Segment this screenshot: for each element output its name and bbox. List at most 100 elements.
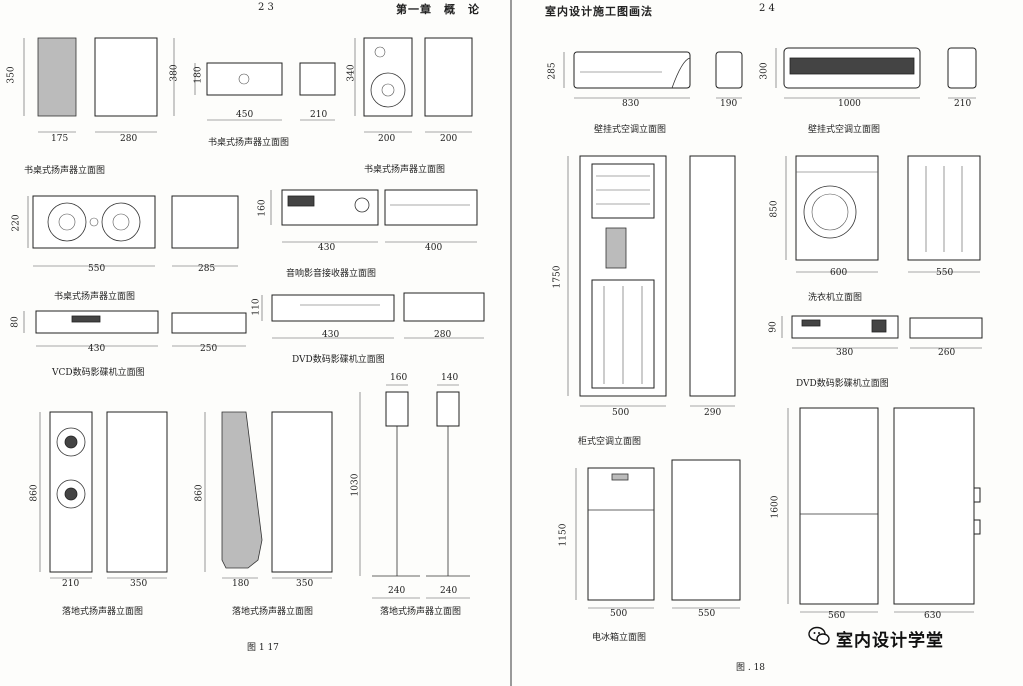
caption-wall-ac: 壁挂式空调立面图 (594, 125, 667, 135)
caption-wall-ac: 壁挂式空调立面图 (808, 125, 881, 135)
dvd-player (261, 292, 485, 339)
dim-label: 250 (200, 344, 218, 354)
dim-label: 260 (938, 348, 956, 358)
center-speaker (194, 62, 336, 121)
page-gutter (510, 0, 512, 686)
chapter-title: 第一章 概 论 (396, 3, 480, 16)
figure-label: 图 1 17 (247, 643, 279, 653)
dim-label: 190 (720, 99, 738, 109)
dim-label: 430 (318, 243, 336, 253)
bookshelf-speaker-2 (354, 37, 473, 133)
dim-label: 80 (10, 316, 21, 328)
dim-label: 1750 (552, 265, 563, 289)
dim-label: 380 (169, 64, 180, 82)
floor-speaker-2 (204, 411, 333, 579)
dim-label: 600 (830, 268, 848, 278)
dim-label: 300 (759, 62, 770, 80)
caption-floor-speaker: 落地式扬声器立面图 (62, 607, 144, 617)
fridge-tall (787, 407, 981, 613)
watermark-text: 室内设计学堂 (836, 631, 944, 651)
caption-fridge: 电冰箱立面图 (592, 633, 647, 643)
dim-label: 550 (698, 609, 716, 619)
dim-label: 400 (425, 243, 443, 253)
dim-label: 180 (232, 579, 250, 589)
dim-label: 350 (296, 579, 314, 589)
caption-bookshelf-speaker: 书桌式扬声器立面图 (54, 292, 136, 302)
dim-label: 200 (440, 134, 458, 144)
dim-label: 430 (322, 330, 340, 340)
dim-label: 830 (622, 99, 640, 109)
dim-label: 860 (194, 484, 205, 502)
dim-label: 175 (51, 134, 69, 144)
av-receiver (270, 189, 478, 243)
dim-label: 210 (954, 99, 972, 109)
caption-floor-speaker: 落地式扬声器立面图 (232, 607, 314, 617)
wall-ac-2 (775, 47, 977, 99)
dim-label: 1150 (558, 523, 569, 547)
dim-label: 210 (310, 110, 328, 120)
dvd-player-right (781, 315, 983, 349)
washing-machine (785, 155, 981, 273)
dim-label: 220 (11, 214, 22, 232)
caption-floor-ac: 柜式空调立面图 (578, 437, 642, 447)
dim-label: 280 (434, 330, 452, 340)
dim-label: 1030 (350, 473, 361, 497)
caption-washer: 洗衣机立面图 (808, 293, 863, 303)
caption-vcd-player: VCD数码影碟机立面图 (52, 368, 145, 378)
dim-label: 500 (610, 609, 628, 619)
page-number: 2 4 (759, 3, 775, 14)
dim-label: 160 (257, 199, 268, 217)
wide-speaker (27, 195, 239, 267)
dim-label: 550 (936, 268, 954, 278)
caption-bookshelf-speaker: 书桌式扬声器立面图 (208, 138, 290, 148)
dim-label: 340 (346, 64, 357, 82)
dim-label: 850 (769, 200, 780, 218)
left-drawings (23, 37, 485, 599)
dim-label: 110 (251, 298, 262, 316)
floor-speaker-1 (39, 411, 168, 579)
dim-label: 350 (6, 66, 17, 84)
running-title: 室内设计施工图画法 (545, 5, 653, 18)
caption-dvd-player: DVD数码影碟机立面图 (292, 355, 385, 365)
wechat-icon (808, 626, 830, 645)
dim-label: 1600 (770, 495, 781, 519)
figure-label: 图 . 18 (736, 663, 766, 673)
dim-label: 90 (768, 321, 779, 333)
floor-ac (567, 155, 736, 407)
page-number: 2 3 (258, 2, 274, 13)
dim-label: 140 (441, 373, 459, 383)
caption-bookshelf-speaker: 书桌式扬声器立面图 (364, 165, 446, 175)
dim-label: 285 (547, 62, 558, 80)
wall-ac-1 (563, 51, 743, 99)
dim-label: 550 (88, 264, 106, 274)
dim-label: 560 (828, 611, 846, 621)
left-page: 2 3 第一章 概 论 (0, 0, 511, 686)
dim-label: 630 (924, 611, 942, 621)
vcd-player (23, 310, 247, 347)
dim-label: 180 (193, 66, 204, 84)
caption-floor-speaker: 落地式扬声器立面图 (380, 607, 462, 617)
dim-label: 210 (62, 579, 80, 589)
dim-label: 450 (236, 110, 254, 120)
dim-label: 500 (612, 408, 630, 418)
fridge-small (575, 459, 741, 609)
caption-bookshelf-speaker: 书桌式扬声器立面图 (24, 166, 106, 176)
dim-label: 860 (29, 484, 40, 502)
right-drawings (563, 47, 983, 613)
dim-label: 1000 (838, 99, 861, 109)
dim-label: 200 (378, 134, 396, 144)
caption-av-receiver: 音响影音接收器立面图 (286, 269, 377, 279)
dim-label: 240 (440, 586, 458, 596)
speaker-stand (359, 384, 470, 599)
bookshelf-speaker-1 (23, 37, 175, 133)
dim-label: 430 (88, 344, 106, 354)
dim-label: 240 (388, 586, 406, 596)
dim-label: 350 (130, 579, 148, 589)
caption-dvd-player: DVD数码影碟机立面图 (796, 379, 889, 389)
dim-label: 160 (390, 373, 408, 383)
dim-label: 290 (704, 408, 722, 418)
dim-label: 285 (198, 264, 216, 274)
dim-label: 380 (836, 348, 854, 358)
dim-label: 280 (120, 134, 138, 144)
right-page: 室内设计施工图画法 2 4 (512, 0, 1023, 686)
